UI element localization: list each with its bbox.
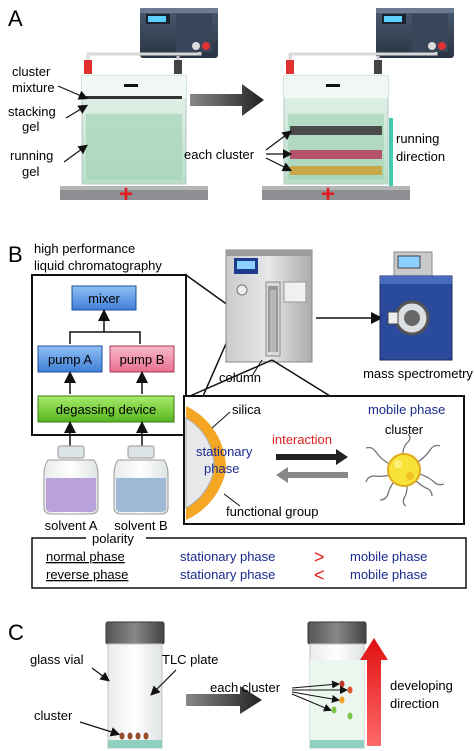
pump-a-label: pump A [48,352,92,367]
cluster-label-c: cluster [34,708,73,723]
polarity-box [31,537,467,589]
arrow-each-cluster-1 [265,130,292,151]
mobile-phase-label: mobile phase [368,402,445,417]
arrow-running-gel [63,144,88,163]
mixer-label: mixer [88,291,120,306]
functional-group-label: functional group [226,504,319,519]
glass-vial-right [307,621,367,749]
functional-group-layer [186,406,227,520]
process-arrow-a [190,84,264,116]
arrow-each-cluster-3 [265,157,293,172]
cluster-nanoparticle [365,433,445,507]
label-cluster-mixture-1: cluster [12,64,51,79]
plus-sign-right: + [321,181,335,208]
label-running-direction-1: running [396,131,439,146]
gel-tank-left [60,75,208,200]
pump-b-label: pump B [120,352,165,367]
arrow-glass-vial [91,667,110,682]
cluster-band-gold [290,166,382,175]
hplc-title-1: high performance [34,241,135,256]
label-running-direction-2: direction [396,149,445,164]
glass-vial-label: glass vial [30,652,84,667]
column-label: column [219,370,261,385]
normal-stationary: stationary phase [180,549,275,564]
mass-spec-label: mass spectrometry [363,366,473,381]
running-direction-bar [389,118,393,186]
plus-sign-left: + [119,181,133,208]
reverse-mobile: mobile phase [350,567,427,582]
electrode-red-right [286,60,294,74]
arrow-each-cluster-c-4 [291,693,332,712]
minus-sign-left [124,84,138,87]
cluster-band-pink [290,150,382,159]
normal-phase-label: normal phase [46,549,125,564]
minus-sign-right [326,84,340,87]
normal-mobile: mobile phase [350,549,427,564]
wire-left-1 [86,52,202,64]
power-supply-left [140,8,218,58]
glass-vial-left [105,621,165,749]
interaction-label: interaction [272,432,332,447]
degassing-label: degassing device [56,402,156,417]
label-stacking-gel-1: stacking [8,104,56,119]
silica-pointer [211,411,231,429]
reverse-stationary: stationary phase [180,567,275,582]
solvent-b-label: solvent B [114,518,167,533]
electrode-black-left [174,60,182,74]
hplc-title-2: liquid chromatography [34,258,162,273]
stationary-phase-label-1: stationary [196,444,253,459]
tlc-plate-label: TLC plate [162,652,218,667]
zoom-lines-column [189,359,331,397]
arrow-each-cluster-c-3 [291,691,340,703]
process-arrow-c [186,686,262,714]
power-supply-right [376,8,454,58]
developing-direction-label-1: developing [390,678,453,693]
solvent-a-label: solvent A [45,518,98,533]
cluster-label-b: cluster [385,422,424,437]
each-cluster-label-c: each cluster [210,680,281,695]
panel-b-letter: B [8,242,23,267]
mixer-box [71,285,137,311]
functional-group-pointer [223,493,241,507]
pump-a-box [37,345,103,373]
reverse-symbol: < [314,565,325,585]
pump-to-mixer-connector [69,331,141,344]
developing-direction-label-2: direction [390,696,439,711]
stationary-phase-label-2: phase [204,461,239,476]
wire-right-1 [288,52,438,64]
silica-label: silica [232,402,262,417]
column-pointer [251,359,263,377]
arrow-cluster-c [79,721,121,737]
interaction-arrows [276,449,348,483]
developing-direction-arrow [360,638,388,746]
label-running-gel-2: gel [22,164,39,179]
electrode-black-right [374,60,382,74]
arrow-cluster-mixture [57,85,89,100]
solvent-a-bottle [43,445,99,515]
panel-a-letter: A [8,6,23,31]
arrow-stacking-gel [65,104,89,119]
silica-particle [185,417,215,509]
degassing-box [37,395,175,423]
panel-c-letter: C [8,620,24,645]
reverse-phase-label: reverse phase [46,567,128,582]
solvent-b-bottle [113,445,169,515]
arrow-each-cluster-c-1 [291,680,340,689]
label-each-cluster-a: each cluster [184,147,255,162]
label-running-gel-1: running [10,148,53,163]
normal-symbol: > [314,547,325,567]
electrode-red-left [84,60,92,74]
mass-spectrometer [379,251,453,361]
cluster-band-dark [290,126,382,135]
hplc-instrument [225,249,313,363]
polarity-title: polarity [92,531,134,546]
label-cluster-mixture-2: mixture [12,80,55,95]
gel-tank-right [262,75,410,200]
cluster-mixture-band [86,96,182,99]
arrow-tlc-plate [150,669,177,696]
label-stacking-gel-2: gel [22,119,39,134]
